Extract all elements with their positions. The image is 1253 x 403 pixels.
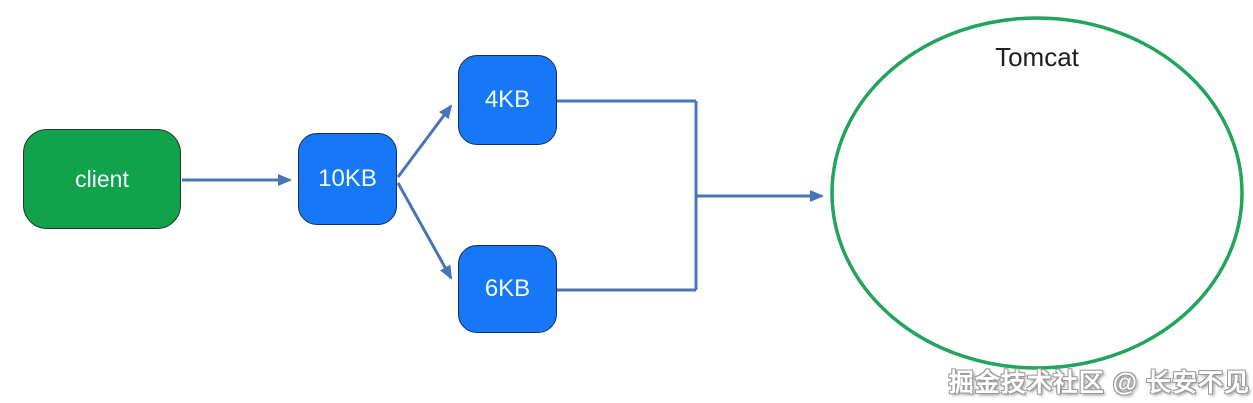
node-client-label: client [75,165,129,192]
node-packet-10kb-label: 10KB [318,165,377,192]
tomcat-ellipse [830,16,1244,370]
connector-10kb-to-6kb [396,182,453,280]
tomcat-label: Tomcat [995,42,1079,72]
node-packet-4kb: 4KB [458,55,557,145]
node-packet-6kb: 6KB [458,245,557,333]
connector-10kb-to-4kb [396,104,453,178]
node-packet-6kb-label: 6KB [484,275,531,302]
node-packet-10kb: 10KB [298,133,397,225]
node-client: client [23,129,181,229]
watermark-text: 掘金技术社区 @ 长安不见 [948,369,1250,397]
node-packet-4kb-label: 4KB [484,86,531,113]
